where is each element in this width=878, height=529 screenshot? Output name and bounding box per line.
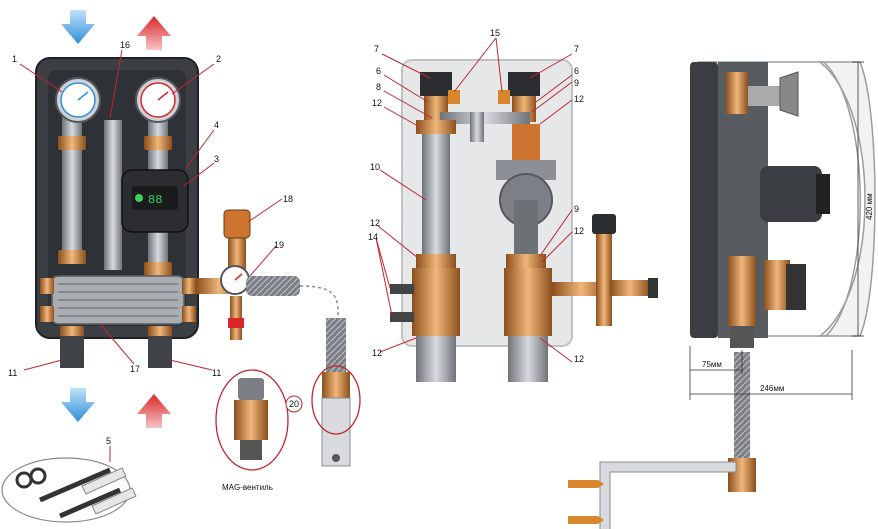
bottom-connector-left (60, 334, 84, 368)
callout-11-left: 11 (8, 368, 17, 378)
callout-19: 19 (274, 240, 284, 250)
callout-15: 15 (490, 28, 500, 38)
callout-18: 18 (283, 194, 293, 204)
callout-9-top: 9 (574, 78, 579, 88)
callout-7-right: 7 (574, 44, 579, 54)
side-hose (734, 352, 750, 464)
dashed-hose-route (299, 285, 339, 321)
callout-17: 17 (130, 364, 140, 374)
callout-12-bottom-right: 12 (574, 354, 584, 364)
hot-outflow-arrow (137, 16, 171, 50)
callout-2: 2 (216, 54, 221, 64)
callout-6-right: 6 (574, 66, 579, 76)
callout-12-mid-left: 12 (370, 218, 380, 228)
callout-3: 3 (214, 154, 219, 164)
callout-20: 20 (289, 399, 299, 409)
cold-return-arrow (61, 388, 95, 422)
left-assembly-view: 88 (1, 10, 361, 523)
side-assembly-view: 420 мм 75мм 246мм (568, 61, 876, 529)
left-flow-pipe (62, 110, 82, 260)
callout-5: 5 (106, 436, 111, 446)
thermometer-cold (55, 77, 101, 123)
callout-10: 10 (370, 162, 380, 172)
cold-inflow-arrow (61, 10, 95, 44)
dimension-246-label: 246мм (760, 384, 784, 393)
callout-7-left: 7 (374, 44, 379, 54)
mag-valve-label: MAG-вентиль (222, 483, 273, 492)
callout-9-mid: 9 (574, 204, 579, 214)
callout-12-top-left: 12 (372, 98, 382, 108)
center-assembly-view: 7 7 6 6 8 9 12 12 10 12 9 12 14 12 12 15 (368, 28, 658, 382)
height-dimension-label: 420 мм (865, 193, 874, 220)
callout-1: 1 (12, 54, 17, 64)
pump-display: 88 (148, 193, 162, 207)
bottom-connector-right (148, 334, 172, 368)
side-wall-plate (690, 62, 718, 338)
mag-valve (234, 378, 268, 460)
circulation-pump: 88 (121, 169, 189, 233)
supply-pipe-center (422, 124, 450, 264)
callout-8: 8 (376, 82, 381, 92)
safety-group (196, 209, 251, 340)
flex-hose-short (246, 276, 300, 296)
thermometer-hot (135, 77, 181, 123)
hot-return-arrow (137, 394, 171, 428)
callout-12-mid-right: 12 (574, 226, 584, 236)
callout-14: 14 (368, 232, 378, 242)
wall-bracket-large (599, 461, 737, 529)
hose-detail-circle (311, 365, 361, 435)
fixing-kit (15, 467, 137, 519)
callout-11-right: 11 (212, 368, 221, 378)
plate-heat-exchanger (40, 275, 196, 325)
flex-hose-long (326, 318, 346, 374)
callout-12-bottom-left: 12 (372, 348, 382, 358)
pump-motor-side (760, 166, 822, 222)
callout-4: 4 (214, 120, 219, 130)
dimension-75-label: 75мм (702, 360, 722, 369)
callout-6-left: 6 (376, 66, 381, 76)
wall-bracket-small (321, 397, 351, 467)
callout-16: 16 (120, 40, 130, 50)
mag-valve-circle (215, 369, 289, 471)
callout-12-top-right: 12 (574, 94, 584, 104)
